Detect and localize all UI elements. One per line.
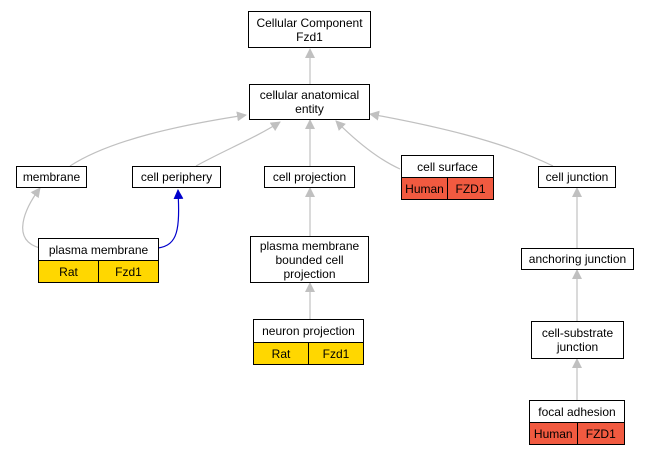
node-membrane[interactable]: membrane [16, 166, 87, 188]
node-cellular-anatomical-entity[interactable]: cellular anatomical entity [249, 84, 370, 120]
node-root[interactable]: Cellular Component Fzd1 [248, 11, 371, 48]
gene-cell: Fzd1 [98, 261, 158, 282]
species-cell: Rat [39, 261, 98, 282]
edge-periphery-to-cae [195, 121, 281, 167]
species-cell: Human [402, 178, 447, 199]
node-cell-projection[interactable]: cell projection [264, 166, 355, 188]
species-table-cell-surface: Human FZD1 [401, 178, 494, 200]
edge-plasma-membrane-to-membrane [22, 187, 41, 249]
node-plasma-membrane[interactable]: plasma membrane [38, 238, 159, 261]
species-table-plasma-membrane: Rat Fzd1 [38, 261, 159, 283]
edge-membrane-to-cae [69, 111, 247, 167]
species-table-neuron-projection: Rat Fzd1 [253, 343, 364, 365]
species-cell: Rat [254, 343, 308, 364]
gene-cell: FZD1 [447, 178, 493, 199]
node-anchoring-junction[interactable]: anchoring junction [521, 248, 634, 270]
edge-plasma-membrane-to-periphery [157, 189, 184, 249]
edge-surface-to-cae [335, 120, 401, 170]
node-cell-surface[interactable]: cell surface [401, 155, 494, 178]
node-plasma-membrane-bounded-cell-projection[interactable]: plasma membrane bounded cell projection [250, 236, 369, 283]
node-focal-adhesion[interactable]: focal adhesion [529, 400, 625, 423]
gene-cell: FZD1 [576, 423, 624, 444]
node-cell-substrate-junction[interactable]: cell-substrate junction [531, 321, 624, 359]
edge-junction-to-cae [369, 110, 554, 167]
node-neuron-projection[interactable]: neuron projection [253, 319, 364, 343]
gene-cell: Fzd1 [308, 343, 363, 364]
species-table-focal-adhesion: Human FZD1 [529, 423, 625, 445]
species-cell: Human [530, 423, 577, 444]
node-cell-junction[interactable]: cell junction [538, 166, 616, 188]
node-cell-periphery[interactable]: cell periphery [132, 166, 221, 188]
